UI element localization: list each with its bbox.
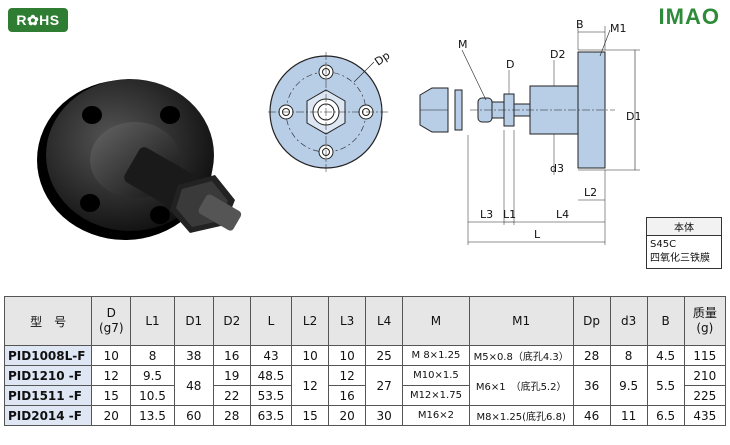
header-d3: d3 bbox=[609, 296, 648, 346]
d3-label: d3 bbox=[550, 162, 564, 175]
cell-l3: 12 bbox=[328, 365, 367, 386]
cell-model: PID2014 -F bbox=[3, 405, 93, 426]
cell-m1: M8×1.25(底孔6.8) bbox=[468, 405, 574, 426]
m-label: M bbox=[458, 38, 468, 51]
header-d1: D1 bbox=[173, 296, 214, 346]
cell-l1: 13.5 bbox=[130, 405, 175, 426]
cell-l3: 10 bbox=[328, 345, 367, 366]
cell-d1: 60 bbox=[173, 405, 214, 426]
material-box: 本体 S45C 四氧化三铁膜 bbox=[646, 217, 722, 269]
side-view-drawing: B M1 M D D2 D1 d3 L2 L3 L1 L4 L bbox=[419, 20, 640, 245]
header-l3: L3 bbox=[328, 296, 367, 346]
cell-model: PID1210 -F bbox=[3, 365, 93, 386]
cell-d2: 22 bbox=[212, 385, 251, 406]
cell-m1: M5×0.8（底孔4.3） bbox=[468, 345, 574, 366]
header-l2: L2 bbox=[291, 296, 330, 346]
cell-d1: 38 bbox=[173, 345, 214, 366]
front-view-drawing: Dp bbox=[268, 50, 392, 172]
cell-l: 43 bbox=[249, 345, 293, 366]
cell-m: M 8×1.25 bbox=[402, 345, 470, 366]
header-d2: D2 bbox=[212, 296, 251, 346]
cell-dp: 46 bbox=[572, 405, 611, 426]
table-header-row: 型 号 D (g7) L1 D1 D2 L L2 L3 L4 M M1 Dp d… bbox=[3, 296, 727, 346]
cell-l4: 27 bbox=[365, 365, 404, 406]
cell-d1: 48 bbox=[173, 365, 214, 406]
cell-mass: 225 bbox=[683, 385, 727, 406]
header-model: 型 号 bbox=[3, 296, 93, 346]
cell-d: 20 bbox=[91, 405, 132, 426]
cell-b: 4.5 bbox=[646, 345, 685, 366]
d1-label: D1 bbox=[626, 110, 640, 123]
cell-mass: 115 bbox=[683, 345, 727, 366]
l1-label: L1 bbox=[503, 208, 516, 221]
cell-l4: 25 bbox=[365, 345, 404, 366]
cell-b: 6.5 bbox=[646, 405, 685, 426]
l4-label: L4 bbox=[556, 208, 569, 221]
l3-label: L3 bbox=[480, 208, 493, 221]
cell-d: 15 bbox=[91, 385, 132, 406]
cell-l1: 10.5 bbox=[130, 385, 175, 406]
table-row: PID1008L-F 10 8 38 16 43 10 10 25 M 8×1.… bbox=[3, 345, 727, 366]
header-m: M bbox=[402, 296, 470, 346]
cell-d2: 28 bbox=[212, 405, 251, 426]
cell-d3: 11 bbox=[609, 405, 648, 426]
cell-mass: 435 bbox=[683, 405, 727, 426]
table-row: PID2014 -F 20 13.5 60 28 63.5 15 20 30 M… bbox=[3, 405, 727, 426]
cell-dp: 28 bbox=[572, 345, 611, 366]
cell-l3: 20 bbox=[328, 405, 367, 426]
cell-m: M12×1.75 bbox=[402, 385, 470, 406]
table-row: PID1210 -F 12 9.5 48 19 48.5 12 12 27 M1… bbox=[3, 365, 727, 406]
l-label: L bbox=[534, 228, 541, 241]
b-label: B bbox=[576, 20, 584, 31]
cell-m: M16×2 bbox=[402, 405, 470, 426]
material-header: 本体 bbox=[647, 218, 721, 236]
header-dp: Dp bbox=[572, 296, 611, 346]
header-b: B bbox=[646, 296, 685, 346]
cell-l2: 10 bbox=[291, 345, 330, 366]
cell-l: 53.5 bbox=[249, 385, 293, 406]
spec-table: 型 号 D (g7) L1 D1 D2 L L2 L3 L4 M M1 Dp d… bbox=[3, 296, 727, 426]
table-row: PID1511 -F 15 10.5 22 53.5 16 M12×1.75 2… bbox=[3, 385, 727, 406]
d2-label: D2 bbox=[550, 48, 565, 61]
cell-d: 10 bbox=[91, 345, 132, 366]
cell-mass: 210 bbox=[683, 365, 727, 386]
m1-label: M1 bbox=[610, 22, 627, 35]
cell-l: 48.5 bbox=[249, 365, 293, 386]
material-steel: S45C bbox=[650, 239, 677, 250]
cell-l1: 8 bbox=[130, 345, 175, 366]
cell-l2: 15 bbox=[291, 405, 330, 426]
cell-l: 63.5 bbox=[249, 405, 293, 426]
cell-l4: 30 bbox=[365, 405, 404, 426]
product-photo bbox=[37, 79, 242, 240]
header-mass: 质量 (g) bbox=[683, 296, 727, 346]
header-l1: L1 bbox=[130, 296, 175, 346]
cell-d3: 9.5 bbox=[609, 365, 648, 406]
material-coating: 四氧化三铁膜 bbox=[650, 253, 710, 264]
cell-model: PID1008L-F bbox=[3, 345, 93, 366]
cell-l2: 12 bbox=[291, 365, 330, 406]
l2-label: L2 bbox=[584, 186, 597, 199]
d-label: D bbox=[506, 58, 514, 71]
rohs-badge: R✿HS bbox=[8, 8, 68, 32]
imao-logo: IMAO bbox=[658, 4, 720, 29]
cell-m: M10×1.5 bbox=[402, 365, 470, 386]
header-m1: M1 bbox=[468, 296, 574, 346]
header-l4: L4 bbox=[365, 296, 404, 346]
dp-label: Dp bbox=[372, 50, 392, 68]
cell-model: PID1511 -F bbox=[3, 385, 93, 406]
cell-b: 5.5 bbox=[646, 365, 685, 406]
header-d: D (g7) bbox=[91, 296, 132, 346]
cell-l3: 16 bbox=[328, 385, 367, 406]
header-l: L bbox=[249, 296, 293, 346]
cell-l1: 9.5 bbox=[130, 365, 175, 386]
cell-d: 12 bbox=[91, 365, 132, 386]
cell-d2: 16 bbox=[212, 345, 251, 366]
cell-d3: 8 bbox=[609, 345, 648, 366]
cell-m1: M6×1 （底孔5.2） bbox=[468, 365, 574, 406]
cell-dp: 36 bbox=[572, 365, 611, 406]
cell-d2: 19 bbox=[212, 365, 251, 386]
